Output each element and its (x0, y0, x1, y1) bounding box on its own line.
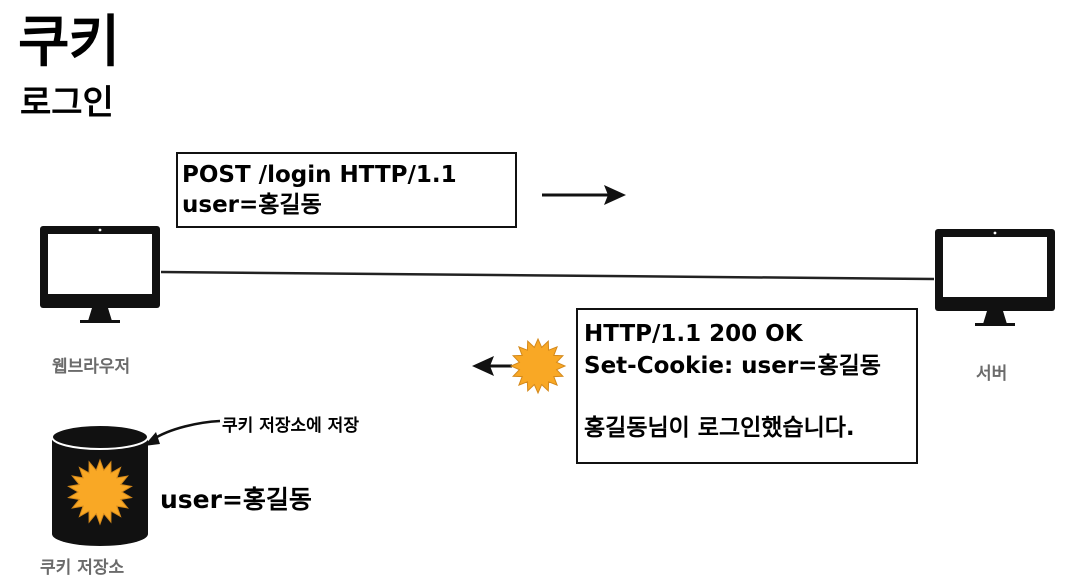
response-body: 홍길동님이 로그인했습니다. (584, 415, 855, 441)
cookie-jar-icon (51, 424, 149, 546)
response-status-line: HTTP/1.1 200 OK (584, 321, 803, 347)
client-label: 웹브라우저 (52, 357, 131, 377)
request-message-box: POST /login HTTP/1.1 user=홍길동 (176, 152, 517, 228)
server-monitor-icon (935, 229, 1055, 326)
request-arrow-icon (542, 185, 626, 205)
request-body: user=홍길동 (182, 192, 322, 218)
server-label: 서버 (976, 364, 1008, 384)
annotation-arrow-icon (144, 419, 221, 446)
storage-label: 쿠키 저장소 (40, 558, 125, 578)
connection-line (160, 270, 935, 281)
client-monitor-icon (40, 226, 160, 323)
response-arrow-icon (472, 356, 512, 376)
response-message-box: HTTP/1.1 200 OK Set-Cookie: user=홍길동 홍길동… (576, 308, 918, 464)
page-subtitle: 로그인 (20, 83, 114, 123)
page-title: 쿠키 (18, 10, 120, 75)
annotation-label: 쿠키 저장소에 저장 (222, 416, 359, 436)
cookie-icon (509, 337, 567, 395)
set-cookie-header: Set-Cookie: user=홍길동 (584, 353, 881, 379)
request-line: POST /login HTTP/1.1 (182, 162, 457, 188)
stored-cookie-icon (67, 458, 133, 526)
stored-cookie-value: user=홍길동 (160, 485, 312, 514)
